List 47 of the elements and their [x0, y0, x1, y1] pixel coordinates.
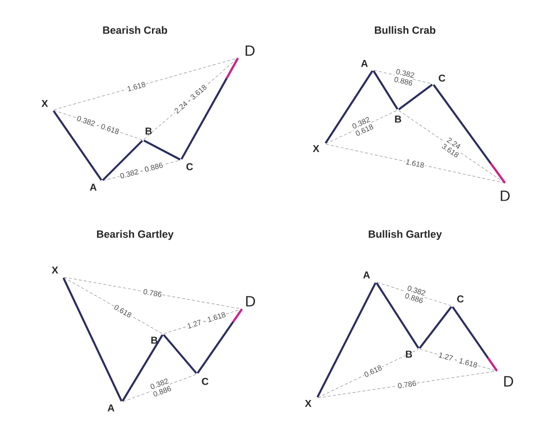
pivot-point: B — [406, 350, 412, 358]
ratio-line — [64, 277, 162, 334]
price-leg — [372, 70, 398, 110]
ratio-line — [326, 144, 504, 184]
ratio-line — [318, 349, 418, 398]
pivot-point: B — [146, 128, 152, 135]
panel-title: Bearish Crab — [103, 26, 168, 34]
price-leg — [62, 277, 122, 402]
pivot-point: C — [438, 74, 446, 82]
panel-title: Bearish Gartley — [97, 230, 174, 240]
price-leg — [376, 282, 420, 349]
pivot-point: D — [246, 45, 255, 56]
price-leg — [52, 110, 102, 181]
ratio-line — [54, 58, 238, 110]
ratio-line — [318, 370, 496, 398]
pivot-point: X — [41, 100, 48, 107]
ratio-line — [374, 70, 432, 84]
ratio-line — [64, 276, 242, 310]
price-leg — [162, 334, 198, 374]
pivot-point: C — [202, 378, 208, 385]
pivot-point: X — [312, 145, 320, 152]
ratio-line — [398, 110, 505, 183]
ratio-line — [376, 282, 452, 306]
pivot-point: A — [90, 184, 97, 191]
pivot-point: A — [361, 60, 368, 67]
price-leg — [398, 84, 433, 110]
pivot-point: X — [304, 400, 312, 407]
pivot-point: A — [363, 271, 370, 278]
pivot-point: D — [246, 296, 256, 306]
pivot-point: D — [504, 376, 514, 386]
price-leg — [102, 140, 144, 182]
pivot-point: B — [395, 116, 402, 122]
pivot-point: C — [457, 295, 464, 302]
pivot-point: X — [52, 266, 58, 274]
pivot-point: A — [108, 404, 114, 412]
price-leg — [324, 70, 374, 144]
pivot-point: C — [186, 163, 193, 170]
pivot-point: D — [500, 190, 510, 201]
panel-title: Bullish Crab — [374, 26, 436, 34]
price-leg — [122, 334, 164, 402]
ratio-line — [122, 374, 196, 402]
price-leg — [316, 282, 376, 398]
price-leg — [418, 306, 452, 349]
ratio-line — [326, 110, 398, 144]
panel-title: Bullish Gartley — [368, 230, 442, 240]
pivot-point: B — [151, 336, 158, 344]
price-leg — [143, 140, 181, 160]
